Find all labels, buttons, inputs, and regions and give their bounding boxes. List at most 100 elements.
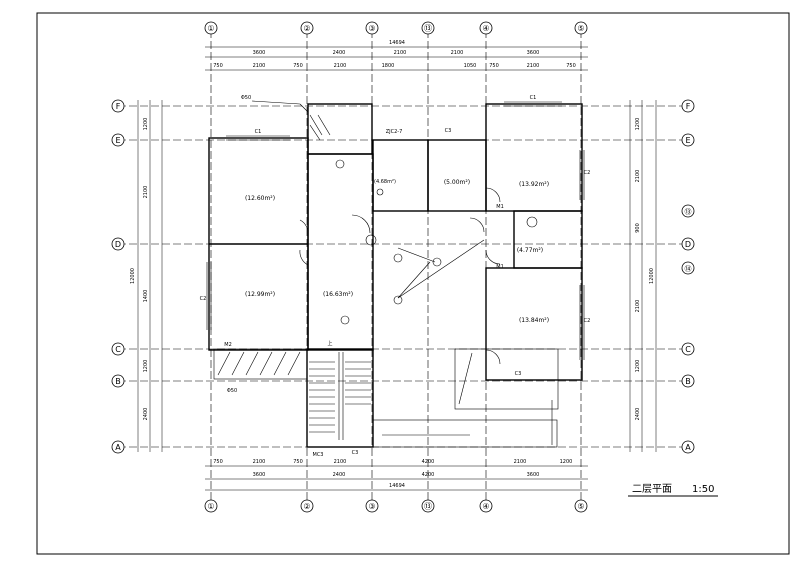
right-dimensions: 12000 1200 2100 900 2100 1200 2400 [629, 100, 657, 452]
svg-text:D: D [685, 240, 691, 249]
left-axis-bubbles: F E D C B A [111, 99, 125, 454]
svg-text:Φ50: Φ50 [227, 388, 237, 394]
svg-text:1800: 1800 [382, 63, 395, 69]
svg-text:①: ① [207, 24, 214, 33]
svg-text:③: ③ [368, 24, 375, 33]
drawing-title: 二层平面 [632, 483, 672, 495]
svg-text:2100: 2100 [253, 459, 266, 465]
balcony-hatching [217, 114, 473, 405]
svg-text:C3: C3 [352, 450, 359, 456]
svg-text:C1: C1 [255, 129, 262, 135]
svg-text:2100: 2100 [514, 459, 527, 465]
svg-text:MC3: MC3 [313, 452, 324, 458]
svg-text:④: ④ [482, 24, 489, 33]
svg-text:2400: 2400 [333, 50, 346, 56]
svg-text:1200: 1200 [560, 459, 573, 465]
svg-text:750: 750 [566, 63, 576, 69]
svg-text:4200: 4200 [422, 459, 435, 465]
svg-text:M2: M2 [224, 342, 232, 348]
component-tags: C1 C1 C2 C2 C2 C3 C3 C3 M1 M1 M2 MC3 Φ50… [200, 95, 591, 458]
svg-text:F: F [686, 102, 691, 111]
svg-text:③: ③ [368, 502, 375, 511]
bottom-dimensions: 750 2100 750 2100 4200 2100 1200 3600 24… [205, 459, 588, 491]
svg-text:2100: 2100 [394, 50, 407, 56]
svg-text:C: C [115, 345, 121, 354]
svg-text:14694: 14694 [389, 483, 405, 489]
svg-text:④: ④ [482, 502, 489, 511]
svg-text:E: E [685, 136, 690, 145]
svg-text:ZJC2-7: ZJC2-7 [386, 129, 403, 135]
svg-text:2100: 2100 [527, 63, 540, 69]
svg-text:14694: 14694 [389, 40, 405, 46]
svg-text:C3: C3 [515, 371, 522, 377]
svg-text:12000: 12000 [130, 268, 136, 284]
svg-text:C1: C1 [530, 95, 537, 101]
bottom-axis-bubbles: ① ② ③ ⑬ ④ ⑤ [204, 499, 588, 513]
svg-text:2400: 2400 [635, 408, 641, 421]
svg-text:⑤: ⑤ [577, 24, 584, 33]
svg-text:①: ① [207, 502, 214, 511]
room-label: (12.99m²) [245, 291, 275, 298]
svg-text:3600: 3600 [253, 50, 266, 56]
svg-text:Φ50: Φ50 [241, 95, 251, 101]
svg-text:B: B [115, 377, 121, 386]
doors [299, 187, 501, 365]
room-label: (5.00m²) [444, 179, 470, 186]
right-axis-bubbles: F E ⑬ D ⑭ C B A [681, 99, 695, 454]
svg-text:B: B [685, 377, 691, 386]
svg-text:2400: 2400 [143, 408, 149, 421]
svg-text:C2: C2 [200, 296, 207, 302]
svg-text:⑬: ⑬ [685, 208, 692, 216]
svg-text:C2: C2 [584, 170, 591, 176]
leader-lines [251, 100, 553, 445]
room-label: (12.60m²) [245, 195, 275, 202]
svg-text:2100: 2100 [334, 63, 347, 69]
windows [206, 101, 585, 360]
svg-text:⑭: ⑭ [685, 265, 692, 273]
svg-text:750: 750 [213, 459, 223, 465]
svg-text:②: ② [303, 502, 310, 511]
svg-text:1200: 1200 [635, 118, 641, 131]
svg-text:上: 上 [327, 340, 332, 347]
left-dimensions: 12000 1200 2100 1400 1200 2400 [130, 100, 163, 452]
svg-text:E: E [115, 136, 120, 145]
title-block: 二层平面 1:50 [628, 483, 718, 497]
svg-text:C3: C3 [445, 128, 452, 134]
room-labels: (12.60m²) (12.99m²) (16.63m²) (5.00m²) (… [245, 179, 549, 324]
room-label: (13.92m²) [519, 181, 549, 188]
stair-treads [309, 352, 371, 440]
top-axis-bubbles: ① ② ③ ⑬ ④ ⑤ [204, 21, 588, 35]
svg-text:A: A [115, 443, 121, 452]
svg-text:2100: 2100 [635, 170, 641, 183]
svg-text:2100: 2100 [143, 186, 149, 199]
svg-text:⑬: ⑬ [424, 502, 432, 511]
svg-text:F: F [116, 102, 121, 111]
svg-text:2100: 2100 [451, 50, 464, 56]
svg-text:3600: 3600 [527, 472, 540, 478]
svg-text:D: D [115, 240, 121, 249]
room-label: (13.84m²) [519, 317, 549, 324]
svg-text:⑬: ⑬ [424, 24, 432, 33]
svg-text:2100: 2100 [635, 300, 641, 313]
svg-text:750: 750 [293, 63, 303, 69]
svg-text:1200: 1200 [143, 118, 149, 131]
horizontal-axis-lines [118, 105, 690, 448]
svg-text:1050: 1050 [464, 63, 477, 69]
svg-text:750: 750 [489, 63, 499, 69]
svg-text:1200: 1200 [635, 360, 641, 373]
drawing-frame [36, 12, 790, 555]
room-label: (4.68m²) [374, 179, 396, 185]
svg-text:A: A [685, 443, 691, 452]
svg-text:3600: 3600 [527, 50, 540, 56]
svg-text:2100: 2100 [334, 459, 347, 465]
svg-text:2100: 2100 [253, 63, 266, 69]
svg-text:M1: M1 [496, 264, 504, 270]
svg-text:900: 900 [635, 223, 641, 233]
svg-text:12000: 12000 [649, 268, 655, 284]
svg-text:C: C [685, 345, 691, 354]
svg-text:750: 750 [213, 63, 223, 69]
svg-text:C2: C2 [584, 318, 591, 324]
svg-text:②: ② [303, 24, 310, 33]
room-label: (16.63m²) [323, 291, 353, 298]
